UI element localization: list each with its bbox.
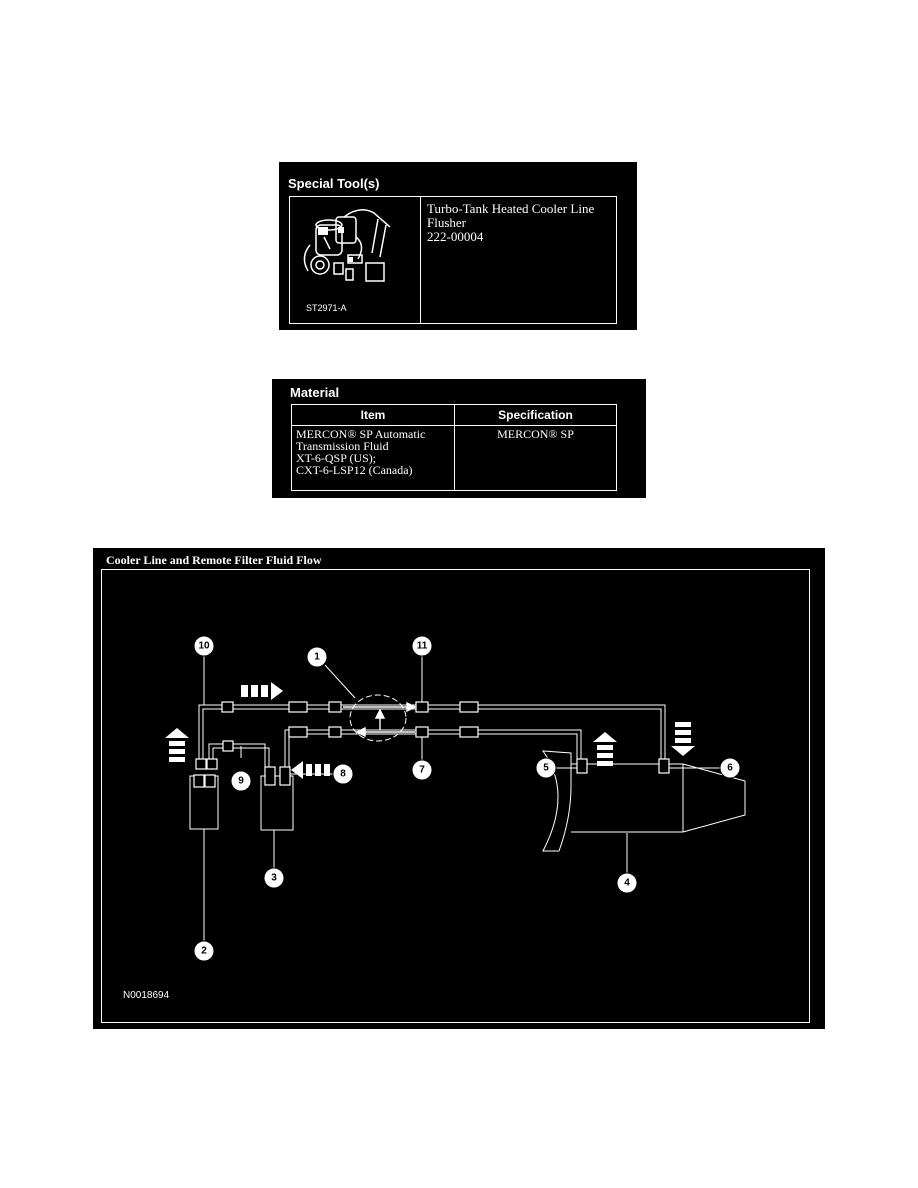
column-header-specification: Specification	[454, 404, 617, 426]
tool-name-line2: Flusher	[427, 215, 466, 230]
callout-label: 1	[314, 652, 320, 663]
tool-description: Turbo-Tank Heated Cooler Line Flusher 22…	[427, 202, 617, 244]
item-line: CXT-6-LSP12 (Canada)	[296, 463, 413, 477]
table-row: MERCON® SP Automatic Transmission Fluid …	[291, 425, 617, 491]
figure-code: N0018694	[123, 990, 170, 1001]
item-line: Transmission Fluid	[296, 439, 389, 453]
special-tools-table: ST2971-A Turbo-Tank Heated Cooler Line F…	[289, 196, 617, 324]
callout-label: 8	[340, 769, 346, 780]
callout-circle	[230, 770, 252, 792]
callout-circle	[411, 635, 433, 657]
callout-label: 10	[198, 641, 210, 652]
callout-label: 4	[624, 878, 630, 889]
cooler-line-flusher-icon	[303, 209, 391, 282]
callout-label: 11	[417, 641, 428, 652]
lower-cooler-line	[284, 729, 582, 776]
callout-label: 2	[201, 946, 207, 957]
callout-circle	[616, 872, 638, 894]
callout-circle	[411, 759, 433, 781]
callout-circle	[263, 867, 285, 889]
callout-label: 6	[727, 763, 733, 774]
callout-label: 7	[419, 765, 425, 776]
special-tools-header: Special Tool(s)	[288, 176, 380, 191]
tool-name-line1: Turbo-Tank Heated Cooler Line	[427, 201, 595, 216]
upper-cooler-line	[198, 704, 666, 761]
item-line: XT-6-QSP (US);	[296, 451, 377, 465]
transmission-case	[571, 763, 746, 833]
callout-circle	[332, 763, 354, 785]
line-filter	[260, 775, 294, 831]
cooler-circle	[349, 694, 407, 742]
callout-circle	[306, 646, 328, 668]
tool-illustration: ST2971-A	[290, 197, 421, 323]
material-box: Material Item Specification MERCON® SP A…	[272, 379, 646, 498]
material-spec-cell: MERCON® SP	[454, 425, 617, 491]
callout-circle	[535, 757, 557, 779]
flow-schematic: 1 2 3 4 5 6 7 8 9 10 11	[165, 635, 746, 962]
transmission-bellhousing	[541, 750, 572, 852]
item-line: MERCON® SP Automatic	[296, 427, 426, 441]
diagram-frame	[101, 569, 810, 1023]
callout-circle	[193, 940, 215, 962]
callout-label: 5	[543, 763, 549, 774]
fluid-flow-diagram: Cooler Line and Remote Filter Fluid Flow	[93, 548, 825, 1029]
material-item-cell: MERCON® SP Automatic Transmission Fluid …	[291, 425, 455, 491]
callout-label: 9	[238, 776, 244, 787]
tool-number: 222-00004	[427, 229, 484, 244]
special-tools-box: Special Tool(s)	[279, 162, 637, 330]
material-table: Item Specification MERCON® SP Automatic …	[291, 404, 617, 491]
callout-circle	[193, 635, 215, 657]
callout-circle	[719, 757, 741, 779]
filter-line	[208, 743, 266, 767]
callout-label: 3	[271, 873, 277, 884]
column-header-item: Item	[291, 404, 455, 426]
material-header: Material	[290, 385, 340, 400]
tool-image-code: ST2971-A	[306, 303, 347, 313]
diagram-title: Cooler Line and Remote Filter Fluid Flow	[106, 553, 322, 567]
